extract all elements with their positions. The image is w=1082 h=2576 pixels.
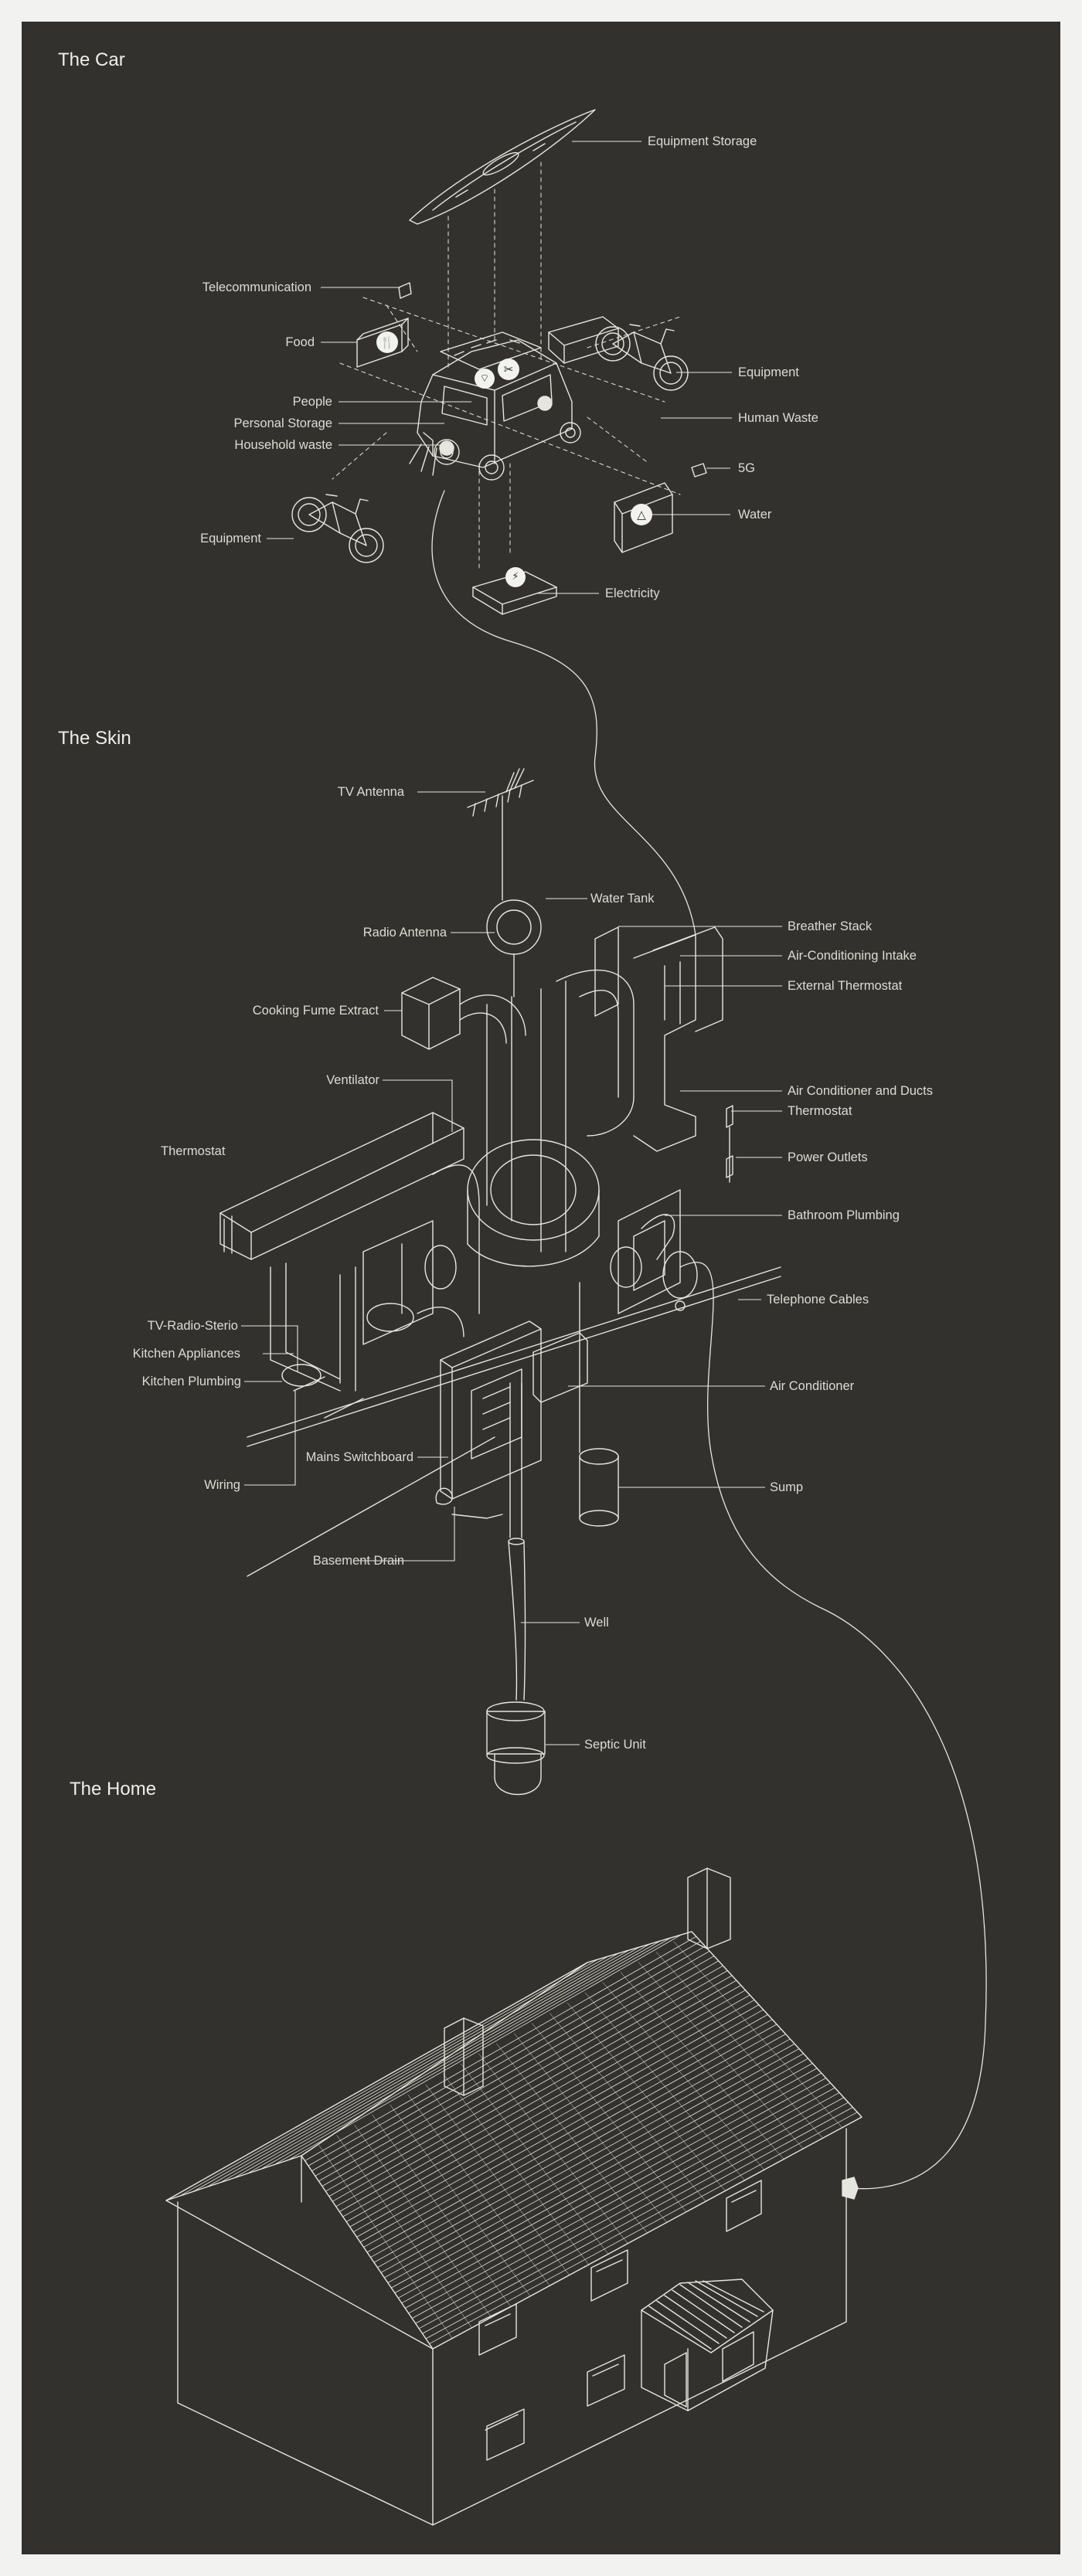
storage-box-right-drawing (549, 317, 618, 363)
water-tank-box-drawing (614, 483, 672, 552)
plug-icon: ⚡ (505, 567, 526, 587)
kayak-drawing (410, 110, 595, 224)
skin-services-assembly (220, 769, 781, 1795)
label-basement-drain: Basement Drain (312, 1554, 404, 1568)
tv-antenna-drawing (468, 769, 533, 900)
label-tv-radio-stereo: TV-Radio-Sterio (147, 1319, 238, 1333)
label-radio-antenna: Radio Antenna (362, 926, 447, 940)
label-equipment-left: Equipment (200, 532, 261, 545)
label-breather-stack: Breather Stack (788, 919, 873, 933)
label-human-waste: Human Waste (738, 411, 818, 425)
label-thermostat-left: Thermostat (161, 1144, 226, 1158)
ductwork-drawing (220, 927, 781, 1576)
car-body-drawing (410, 332, 580, 480)
label-telecommunication: Telecommunication (202, 280, 311, 294)
poster-panel (22, 22, 1060, 2554)
label-telephone-cables: Telephone Cables (767, 1293, 869, 1307)
label-equipment-storage: Equipment Storage (648, 134, 757, 148)
label-well: Well (584, 1616, 609, 1630)
car-to-skin-cable (432, 491, 696, 935)
label-water: Water (738, 508, 772, 522)
label-5g: 5G (738, 461, 756, 475)
water-tank-drawing (487, 900, 541, 997)
label-people: People (292, 395, 332, 409)
sump-drawing (580, 1283, 618, 1526)
bicycle-right-drawing (596, 325, 688, 390)
label-personal-storage: Personal Storage (233, 416, 333, 430)
label-ventilator: Ventilator (326, 1073, 379, 1087)
section-title-car: The Car (58, 49, 125, 70)
car-assembly (292, 110, 706, 614)
label-power-outlets: Power Outlets (788, 1150, 868, 1164)
label-water-tank: Water Tank (590, 892, 655, 906)
label-equipment-right: Equipment (738, 365, 799, 379)
label-kitchen-plumbing: Kitchen Plumbing (141, 1375, 241, 1388)
label-household-waste: Household waste (234, 438, 332, 452)
label-kitchen-appliances: Kitchen Appliances (132, 1347, 240, 1361)
wifi-icon: ⌔ (475, 369, 495, 389)
fork-knife-icon: 🍴 (376, 331, 398, 353)
basement-drain-drawing (436, 1488, 502, 1518)
label-tv-antenna: TV Antenna (337, 785, 404, 799)
label-ac-intake: Air-Conditioning Intake (788, 949, 917, 963)
label-mains-switchboard: Mains Switchboard (305, 1450, 413, 1464)
label-air-conditioner: Air Conditioner (770, 1379, 855, 1393)
section-title-home: The Home (70, 1779, 157, 1799)
food-crate-drawing (357, 318, 408, 367)
label-bathroom-plumbing: Bathroom Plumbing (788, 1208, 900, 1222)
label-thermostat-right: Thermostat (788, 1104, 852, 1118)
label-septic-unit: Septic Unit (584, 1738, 646, 1752)
label-external-thermostat: External Thermostat (788, 979, 903, 993)
septic-unit-drawing (487, 1702, 545, 1795)
tools-icon: ✂ (498, 359, 519, 380)
label-electricity: Electricity (605, 586, 660, 600)
water-drop-icon: △ (631, 504, 652, 525)
label-sump: Sump (770, 1480, 804, 1494)
well-drawing (509, 1383, 526, 1700)
label-cooking-fume-extract: Cooking Fume Extract (252, 1004, 379, 1018)
skin-to-home-cable (680, 1263, 986, 2189)
bicycle-left-drawing (292, 494, 383, 562)
label-wiring: Wiring (204, 1478, 240, 1492)
label-food: Food (285, 335, 315, 349)
house-drawing (166, 1868, 862, 2525)
section-title-skin: The Skin (58, 728, 131, 749)
leader-lines (241, 141, 782, 1745)
fume-extract-drawing (402, 977, 526, 1049)
label-ac-and-ducts: Air Conditioner and Ducts (788, 1084, 934, 1098)
